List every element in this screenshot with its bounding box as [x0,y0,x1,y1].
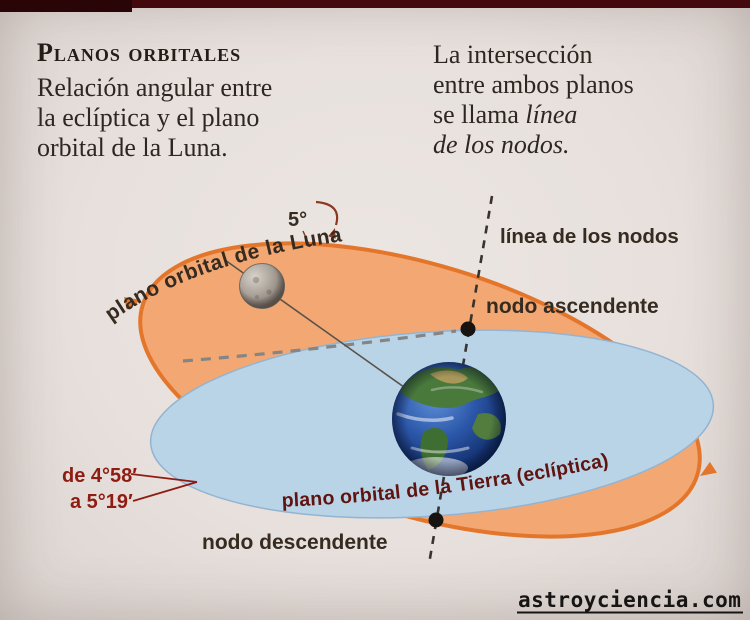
header-right-line-3-italic: línea [525,100,578,130]
nodes-line-label: línea de los nodos [500,225,679,248]
inclination-label-line2: a 5°19′ [70,491,133,513]
tilt-arrowhead-icon [328,228,336,239]
moon-plane-arrow-right-icon [700,461,717,476]
header-right-line-2: entre ambos planos [433,70,634,100]
header-right-line-4: de los nodos. [433,130,570,160]
moon [239,263,285,309]
watermark-underline [517,611,743,614]
moon-rim-shade [239,263,285,309]
descending-node-label: nodo descendente [202,531,388,554]
header-right-line-3: se llama línea [433,100,733,130]
top-bar [0,0,750,8]
header-left: Planos orbitales Relación angular entre … [37,38,397,164]
earth-rim-shade [392,362,506,476]
inclination-label-line1: de 4°58′ [62,465,137,487]
header-right: La intersección entre ambos planos se ll… [433,40,733,161]
top-bar-left-block [0,0,132,12]
moon-plane-arrow-left-icon [123,296,141,310]
tilt-angle-tick [302,230,311,248]
header-left-line-2: la eclíptica y el plano [37,103,260,133]
inclination-bracket-line-upper [130,473,198,483]
tilt-arrow [315,200,339,226]
ascending-node-label: nodo ascendente [486,295,659,318]
watermark: astroyciencia.com [518,588,741,612]
hidden-orbit-dashed-arc [182,329,457,363]
page-title: Planos orbitales [37,38,242,67]
header-left-line-1: Relación angular entre [37,73,273,103]
descending-node-dot [428,512,444,528]
ascending-node-dot [460,321,476,337]
inclination-bracket-line-lower [132,481,198,502]
header-right-line-3-normal: se llama [433,100,526,130]
header-right-line-1: La intersección [433,40,593,69]
tilt-angle-label: 5° [288,209,307,231]
header-left-line-3: orbital de la Luna. [37,133,228,163]
earth [392,362,506,476]
